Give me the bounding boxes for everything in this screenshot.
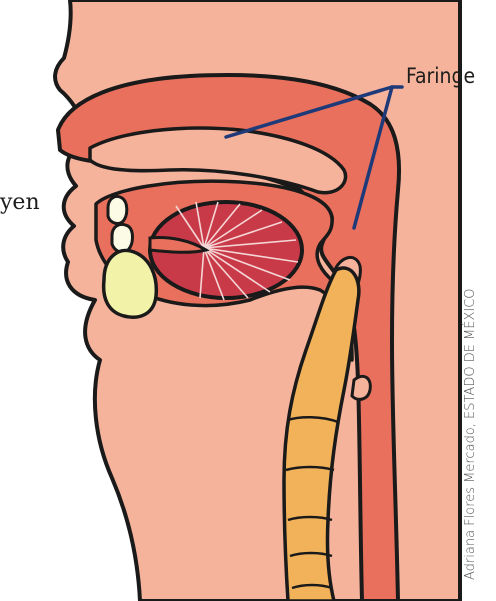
image-credit: Adriana Flores Mercado, ESTADO DE MÉXICO [463,288,478,580]
upper-tooth [108,196,127,223]
faringe-label: Faringe [406,64,475,88]
larynx-notch [352,376,370,399]
lower-tooth [112,224,133,252]
partial-left-label: yen [0,190,40,215]
chin-gland [104,250,157,317]
